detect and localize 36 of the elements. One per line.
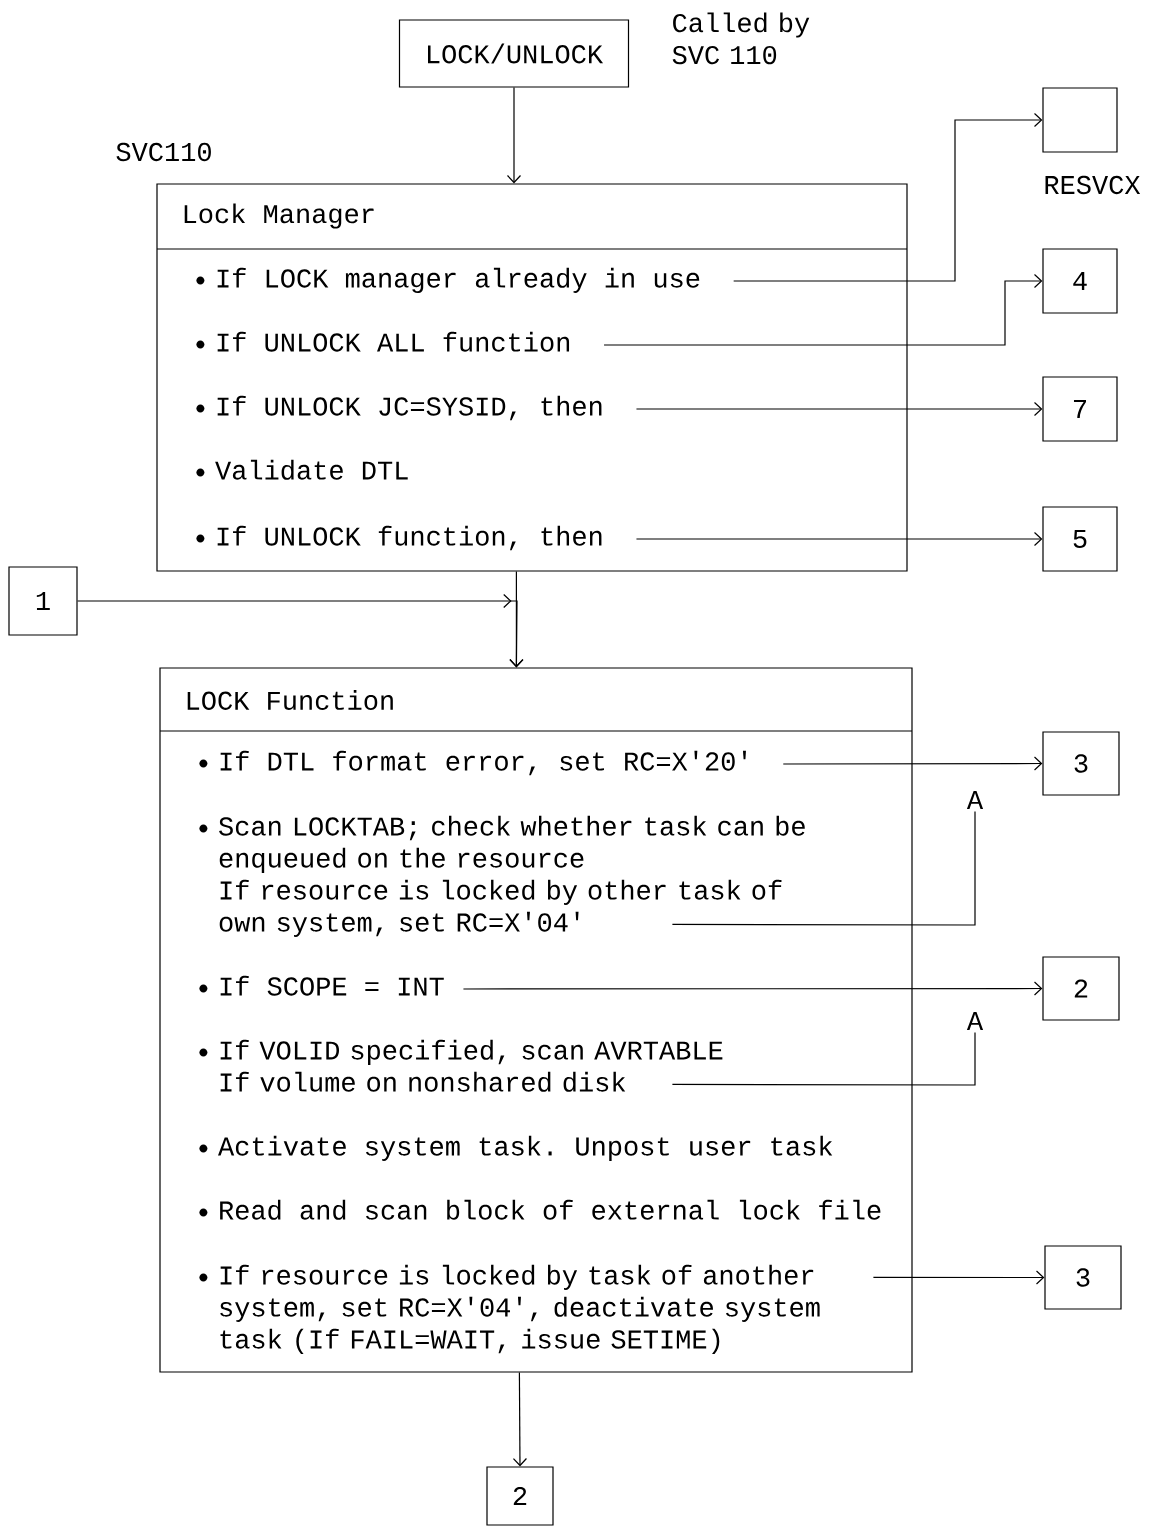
box-caption: RESVCX (1045, 175, 1141, 195)
condition-text: If resource is locked by task of another system, set RC=X'04', deactivate system task (If FAIL=WAIT, issue SETIME) (220, 1264, 820, 1354)
condition-text: If LOCK manager already in use (217, 267, 700, 293)
condition-text: If UNLOCK function, then (217, 525, 602, 551)
condition-text: If UNLOCK ALL function (217, 331, 570, 352)
arrow (506, 87, 522, 184)
arrow (872, 1270, 1045, 1285)
process-box: 2 (1042, 956, 1120, 1021)
arrow (635, 401, 1043, 417)
process-box: 3 (1044, 1245, 1122, 1310)
process-box: 1 (8, 566, 78, 636)
process-box: 3 (1042, 731, 1120, 796)
process-box: 5 (1042, 506, 1118, 572)
condition-text: If DTL format error, set RC=X'20' (220, 750, 746, 776)
process-box: LOCK/UNLOCK (398, 19, 630, 88)
condition-text: If UNLOCK JC=SYSID, then (217, 395, 602, 421)
box-caption: SVC110 (116, 142, 211, 162)
box-caption: Called by SVC 110 (672, 12, 810, 65)
process-box: 2 (486, 1466, 554, 1526)
condition-text: Validate DTL (215, 459, 408, 480)
arrow (77, 593, 524, 668)
condition-text: Scan LOCKTAB; check whether task can be enqueued on the resource If resource is locked by other task of own system, set RC=X'04' (219, 815, 805, 937)
arrow (635, 531, 1043, 547)
process-box: 7 (1042, 376, 1118, 442)
arrow (782, 756, 1043, 771)
condition-text: Read and scan block of external lock file (220, 1199, 881, 1220)
condition-text: Activate system task. Unpost user task (218, 1135, 833, 1161)
connector-label: A (966, 791, 984, 809)
arrow (603, 273, 1043, 346)
arrow (462, 981, 1043, 996)
condition-text: If SCOPE = INT (220, 975, 444, 996)
process-box: 4 (1042, 248, 1118, 314)
arrow (512, 1372, 528, 1467)
connector-label: A (966, 1012, 984, 1030)
arrow (733, 112, 1043, 282)
condition-text: If VOLID specified, scan AVRTABLE If volume on nonshared disk (220, 1039, 723, 1092)
